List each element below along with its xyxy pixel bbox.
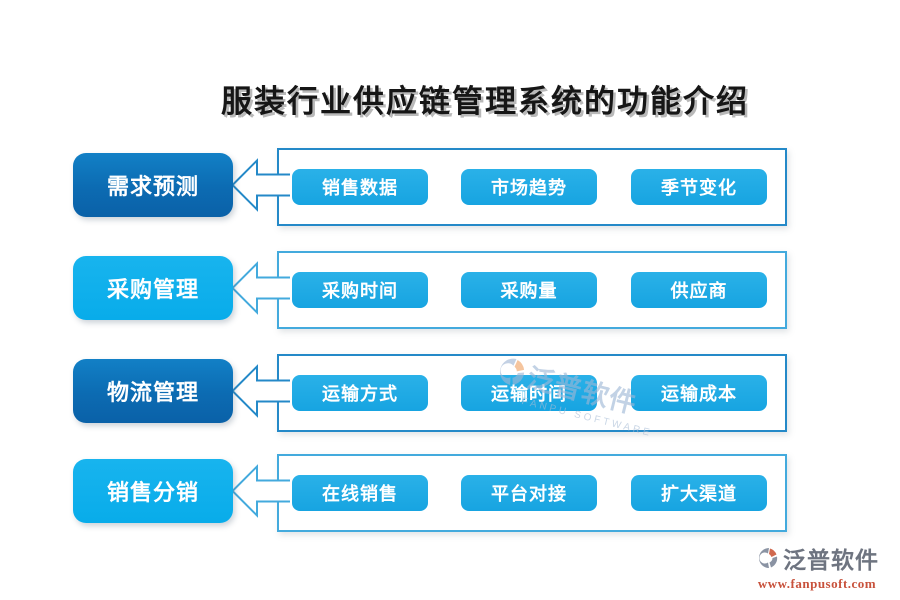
- feature-item: 扩大渠道: [631, 475, 767, 511]
- left-arrow-icon: [231, 364, 290, 418]
- feature-item: 市场趋势: [461, 169, 597, 205]
- feature-item: 运输方式: [292, 375, 428, 411]
- feature-panel: 在线销售 平台对接 扩大渠道: [277, 454, 787, 532]
- feature-panel: 采购时间 采购量 供应商: [277, 251, 787, 329]
- feature-item: 季节变化: [631, 169, 767, 205]
- feature-item: 在线销售: [292, 475, 428, 511]
- left-arrow-icon: [231, 158, 290, 212]
- left-arrow-icon: [231, 464, 290, 518]
- feature-item: 采购时间: [292, 272, 428, 308]
- feature-panel: 销售数据 市场趋势 季节变化: [277, 148, 787, 226]
- footer-logo: 泛普软件 www.fanpusoft.com: [742, 541, 892, 592]
- feature-item: 采购量: [461, 272, 597, 308]
- category-box-demand-forecast: 需求预测: [73, 153, 233, 217]
- row-procurement-management: 采购时间 采购量 供应商 采购管理: [0, 249, 900, 329]
- category-box-logistics-management: 物流管理: [73, 359, 233, 423]
- page-title: 服装行业供应链管理系统的功能介绍: [221, 84, 749, 119]
- left-arrow-icon: [231, 261, 290, 315]
- row-logistics-management: 运输方式 运输时间 运输成本 物流管理: [0, 352, 900, 432]
- feature-item: 平台对接: [461, 475, 597, 511]
- category-box-procurement-management: 采购管理: [73, 256, 233, 320]
- feature-item: 供应商: [631, 272, 767, 308]
- feature-item: 运输成本: [631, 375, 767, 411]
- row-sales-distribution: 在线销售 平台对接 扩大渠道 销售分销: [0, 452, 900, 532]
- feature-panel: 运输方式 运输时间 运输成本: [277, 354, 787, 432]
- footer-url: www.fanpusoft.com: [757, 576, 877, 591]
- category-box-sales-distribution: 销售分销: [73, 459, 233, 523]
- footer-brand: 泛普软件: [783, 548, 879, 573]
- fanpu-swirl-icon: [759, 548, 778, 568]
- feature-item: 运输时间: [461, 375, 597, 411]
- feature-item: 销售数据: [292, 169, 428, 205]
- row-demand-forecast: 销售数据 市场趋势 季节变化 需求预测: [0, 146, 900, 226]
